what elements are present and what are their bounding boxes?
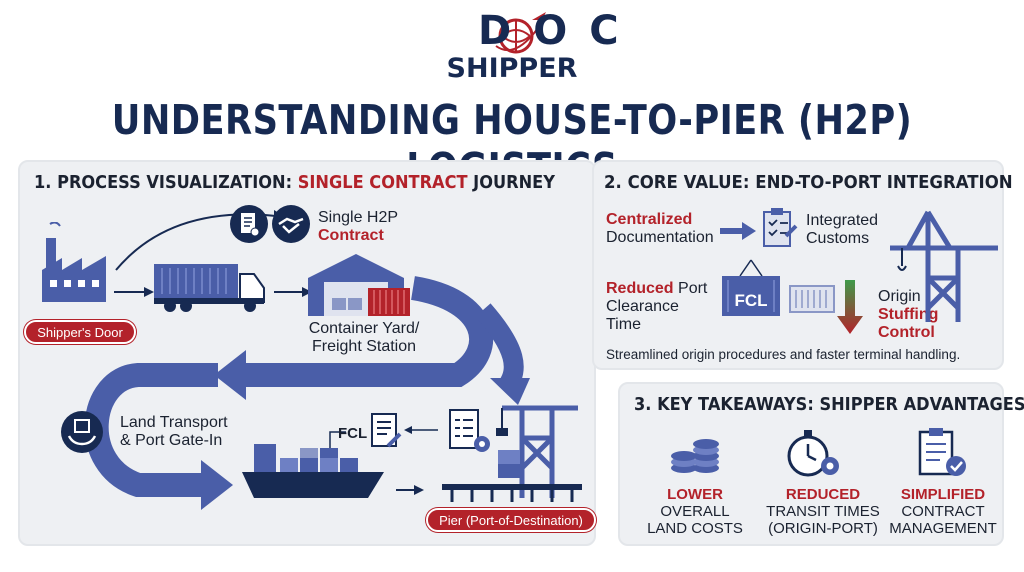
ship-icon — [242, 444, 384, 498]
control-text: Control — [878, 324, 935, 341]
checklist-gear-icon — [449, 409, 490, 452]
document-icon — [230, 205, 268, 243]
takeaways-heading: 3. KEY TAKEAWAYS: SHIPPER ADVANTAGES — [634, 394, 1024, 415]
stuffing-text: Stuffing — [878, 306, 939, 323]
process-heading-suffix: JOURNEY — [467, 172, 555, 193]
process-heading: 1. PROCESS VISUALIZATION: SINGLE CONTRAC… — [34, 172, 555, 193]
fcl-document-icon — [371, 413, 402, 448]
clipboard-check-icon — [918, 428, 966, 476]
brand-line2: SHIPPER — [446, 53, 578, 84]
process-heading-highlight: SINGLE CONTRACT — [297, 172, 468, 193]
process-heading-prefix: 1. PROCESS VISUALIZATION: — [34, 172, 298, 193]
hands-box-icon — [61, 411, 103, 453]
crane-icon — [496, 405, 578, 498]
documentation-text: Documentation — [606, 229, 714, 246]
integrated-line2: Customs — [806, 230, 870, 247]
handshake-icon — [272, 205, 310, 243]
down-arrow-icon — [837, 280, 863, 334]
pier-badge: Pier (Port-of-Destination) — [426, 508, 596, 532]
takeaway-3-line2: CONTRACT — [901, 503, 985, 520]
integrated-line1: Integrated — [806, 212, 879, 229]
takeaway-2-highlight: REDUCED — [785, 486, 861, 503]
takeaway-3-highlight: SIMPLIFIED — [900, 486, 986, 503]
brand-line1: DOC — [478, 8, 641, 54]
time-text: Time — [606, 316, 641, 333]
fcl-container-icon — [722, 259, 780, 316]
globe-plane-icon — [495, 12, 547, 54]
core-value-footer: Streamlined origin procedures and faster… — [606, 347, 961, 362]
fcl-label: FCL — [338, 425, 368, 442]
origin-text: Origin — [878, 288, 921, 305]
takeaway-2-line2: TRANSIT TIMES — [766, 503, 880, 520]
takeaway-1-line2: OVERALL — [660, 503, 730, 520]
yard-line2: Freight Station — [311, 338, 417, 355]
warehouse-icon — [308, 254, 410, 316]
contract-line1: Single H2P — [318, 209, 399, 226]
contract-line2: Contract — [318, 227, 384, 244]
pier-dock-icon — [442, 484, 582, 502]
centralized-text: Centralized — [606, 211, 693, 228]
reduced-port-line: Reduced Port — [606, 280, 707, 298]
takeaway-2-line3: (ORIGIN-PORT) — [768, 520, 878, 537]
truck-icon — [154, 264, 265, 312]
takeaway-3-line3: MANAGEMENT — [889, 520, 997, 537]
port-crane-icon — [890, 210, 998, 322]
right-arrow-icon — [720, 222, 756, 240]
yard-line1: Container Yard/ — [308, 320, 420, 337]
container-icon — [789, 285, 835, 313]
port-text: Port — [673, 280, 708, 297]
takeaway-1-highlight: LOWER — [667, 486, 723, 503]
takeaway-1-line3: LAND COSTS — [647, 520, 743, 537]
coins-icon — [671, 439, 719, 473]
checklist-icon — [763, 208, 798, 247]
core-value-panel — [592, 160, 1004, 370]
factory-icon — [42, 222, 106, 302]
shipper-door-badge: Shipper's Door — [24, 320, 136, 344]
core-value-heading: 2. CORE VALUE: END-TO-PORT INTEGRATION — [604, 172, 1013, 193]
fcl-container-label: FCL — [734, 291, 768, 310]
land-line2: & Port Gate-In — [120, 432, 223, 449]
clearance-text: Clearance — [606, 298, 679, 315]
land-line1: Land Transport — [120, 414, 228, 431]
reduced-text: Reduced — [606, 280, 674, 297]
stopwatch-gear-icon — [787, 430, 839, 477]
